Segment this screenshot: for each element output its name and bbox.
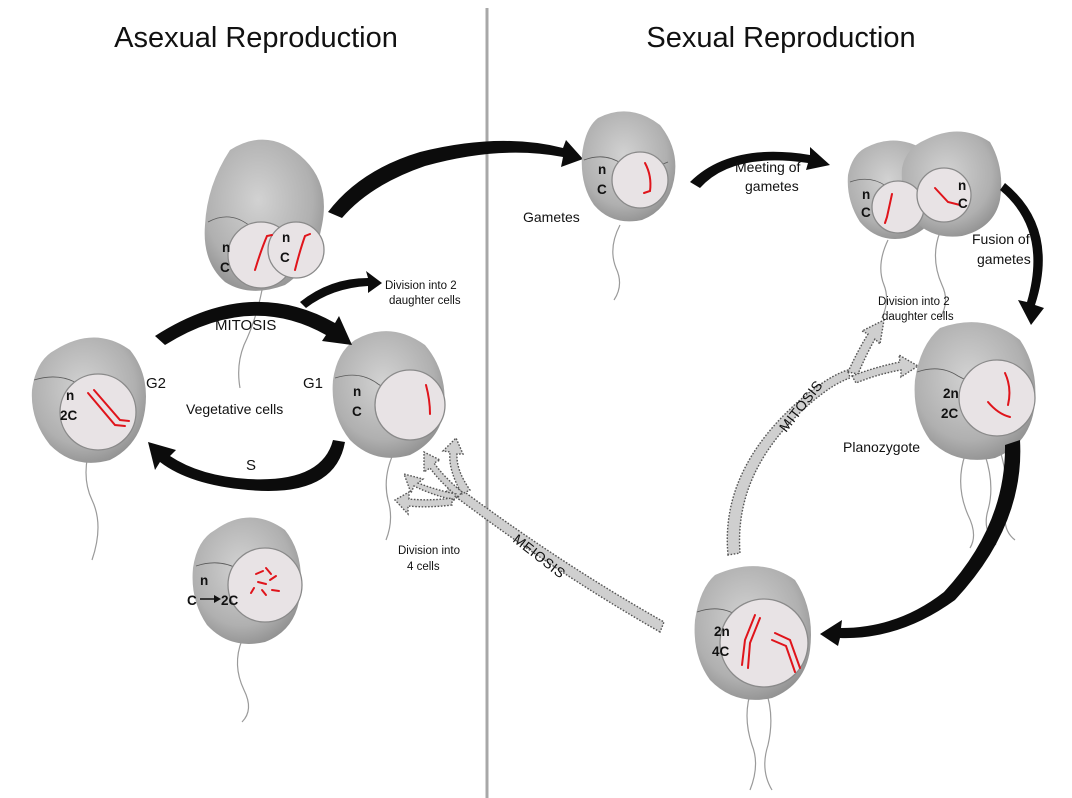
division-2-right-arrow-up bbox=[848, 320, 884, 374]
ploidy-label: C bbox=[187, 593, 197, 608]
meiosis-label: MEIOSIS bbox=[510, 531, 569, 582]
nucleus bbox=[959, 360, 1035, 436]
nucleus bbox=[917, 168, 971, 222]
nucleus bbox=[872, 181, 924, 233]
ploidy-label: n bbox=[222, 240, 230, 255]
nucleus bbox=[720, 599, 808, 687]
ploidy-label: 4C bbox=[712, 644, 730, 659]
ploidy-label: C bbox=[220, 260, 230, 275]
gamete-pair: n C n C bbox=[848, 131, 1002, 318]
sexual-title: Sexual Reproduction bbox=[646, 22, 915, 54]
division-arrow-left bbox=[300, 271, 382, 308]
gamete-cell: n C bbox=[582, 111, 676, 300]
ploidy-label: n bbox=[862, 187, 870, 202]
division-2-left-label: Division into 2 bbox=[385, 280, 457, 292]
s-label: S bbox=[246, 457, 256, 474]
flagellum bbox=[747, 688, 756, 790]
nucleus bbox=[375, 370, 445, 440]
ploidy-label: 2C bbox=[60, 408, 78, 423]
nucleus bbox=[228, 548, 302, 622]
to-gametes-arrow bbox=[328, 140, 583, 218]
division-2-left-label: daughter cells bbox=[389, 295, 461, 307]
ploidy-label: C bbox=[597, 182, 607, 197]
ploidy-label: n bbox=[598, 162, 606, 177]
ploidy-label: 2n bbox=[714, 624, 730, 639]
flagellum bbox=[765, 688, 772, 790]
ploidy-label: C bbox=[958, 196, 968, 211]
ploidy-label: n bbox=[353, 384, 361, 399]
planozygote-cell: 2n 2C bbox=[915, 322, 1036, 548]
asexual-title: Asexual Reproduction bbox=[114, 22, 398, 54]
division-4-label: Division into bbox=[398, 545, 460, 557]
gametes-label: Gametes bbox=[523, 209, 580, 225]
g1-label: G1 bbox=[303, 375, 323, 392]
meiocyte-cell: 2n 4C bbox=[695, 566, 811, 790]
division-2-right-label: Division into 2 bbox=[878, 296, 950, 308]
division-2-right-label: daughter cells bbox=[882, 311, 954, 323]
flagellum bbox=[613, 225, 620, 300]
planozygote-label: Planozygote bbox=[843, 439, 920, 455]
mitosis-label: MITOSIS bbox=[215, 317, 276, 334]
ploidy-label: n bbox=[958, 178, 966, 193]
ploidy-label: C bbox=[280, 250, 290, 265]
mitosis-right-label: MITOSIS bbox=[776, 377, 826, 435]
fusion-label: Fusion of bbox=[972, 231, 1030, 247]
flagellum bbox=[237, 640, 248, 722]
ploidy-label: n bbox=[66, 388, 74, 403]
flagellum bbox=[961, 455, 974, 548]
vegetative-label: Vegetative cells bbox=[186, 401, 283, 417]
g2-label: G2 bbox=[146, 375, 166, 392]
ploidy-label: n bbox=[282, 230, 290, 245]
daughter-cells-pair: n C n C bbox=[205, 140, 324, 388]
s-phase-cell: n C 2C bbox=[187, 518, 302, 723]
g1-cell: n C bbox=[333, 331, 445, 540]
ploidy-label: C bbox=[861, 205, 871, 220]
ploidy-label: 2C bbox=[221, 593, 239, 608]
ploidy-label: C bbox=[352, 404, 362, 419]
mitosis-dotted-arc bbox=[727, 370, 850, 555]
fusion-label: gametes bbox=[977, 251, 1031, 267]
ploidy-label: 2C bbox=[941, 406, 959, 421]
flagellum bbox=[386, 448, 396, 540]
ploidy-label: n bbox=[200, 573, 208, 588]
g2-cell: n 2C bbox=[32, 338, 146, 561]
to-meiocyte-arrow bbox=[820, 440, 1020, 646]
nucleus bbox=[612, 152, 668, 208]
division-4-label: 4 cells bbox=[407, 561, 440, 573]
ploidy-label: 2n bbox=[943, 386, 959, 401]
meeting-label: gametes bbox=[745, 178, 799, 194]
meeting-label: Meeting of bbox=[735, 159, 800, 175]
